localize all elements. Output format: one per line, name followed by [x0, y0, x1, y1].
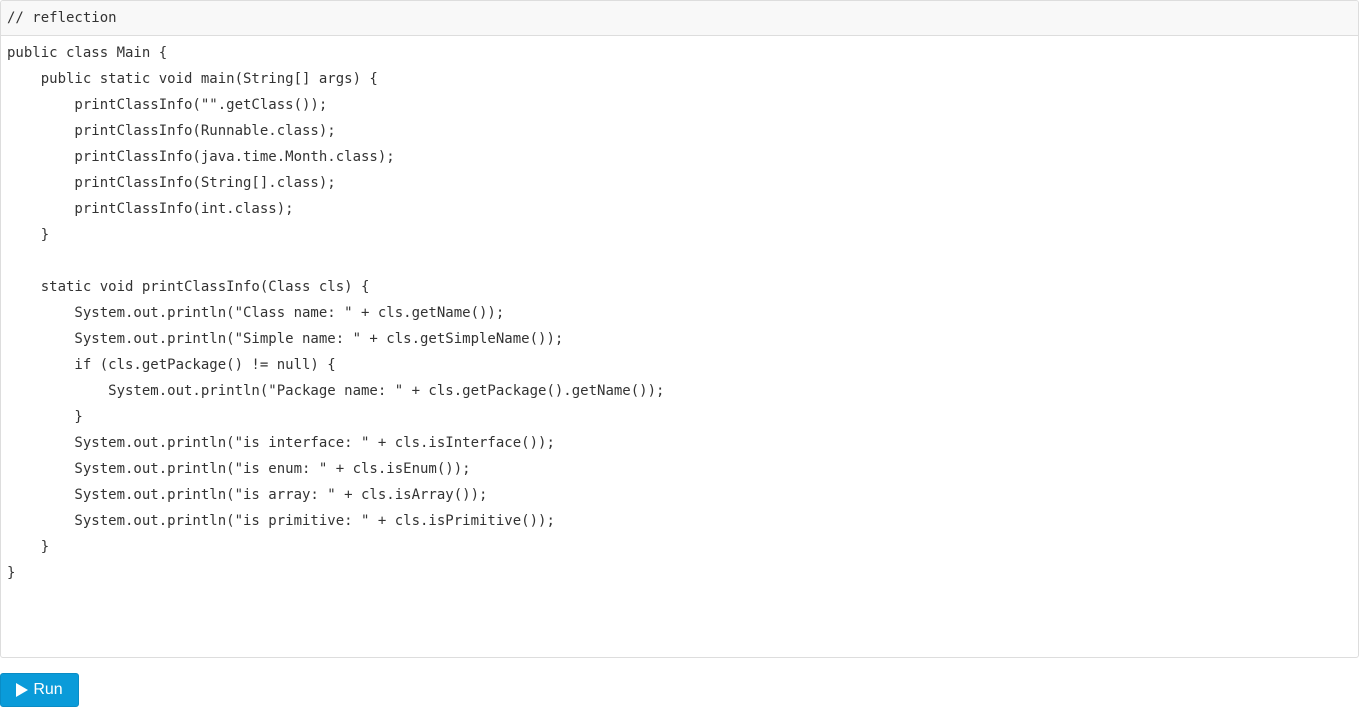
run-button[interactable]: Run	[0, 673, 79, 707]
code-line[interactable]: System.out.println("is array: " + cls.is…	[7, 487, 488, 503]
code-line[interactable]: }	[7, 539, 50, 555]
code-line[interactable]	[7, 248, 1358, 274]
code-line[interactable]: printClassInfo("".getClass());	[7, 97, 328, 113]
code-line[interactable]: static void printClassInfo(Class cls) {	[7, 279, 370, 295]
run-button-label: Run	[33, 681, 63, 698]
code-line[interactable]: public class Main {	[7, 45, 168, 61]
code-line[interactable]: printClassInfo(Runnable.class);	[7, 123, 336, 139]
code-line[interactable]: printClassInfo(int.class);	[7, 201, 294, 217]
code-line[interactable]: System.out.println("is primitive: " + cl…	[7, 513, 555, 529]
code-line[interactable]: }	[7, 565, 16, 581]
editor-header-comment: // reflection	[1, 1, 1358, 36]
code-line[interactable]: if (cls.getPackage() != null) {	[7, 357, 336, 373]
code-line[interactable]: }	[7, 409, 83, 425]
code-area[interactable]: public class Main { public static void m…	[1, 36, 1358, 586]
code-editor[interactable]: // reflection public class Main { public…	[0, 0, 1359, 658]
code-line[interactable]: public static void main(String[] args) {	[7, 71, 378, 87]
code-line[interactable]: printClassInfo(java.time.Month.class);	[7, 149, 395, 165]
code-line[interactable]: printClassInfo(String[].class);	[7, 175, 336, 191]
code-line[interactable]: System.out.println("is enum: " + cls.isE…	[7, 461, 471, 477]
code-line[interactable]: }	[7, 227, 50, 243]
code-line[interactable]: System.out.println("Class name: " + cls.…	[7, 305, 505, 321]
code-line[interactable]: System.out.println("Package name: " + cl…	[7, 383, 665, 399]
play-icon	[16, 683, 29, 697]
code-line[interactable]: System.out.println("Simple name: " + cls…	[7, 331, 564, 347]
code-line[interactable]: System.out.println("is interface: " + cl…	[7, 435, 555, 451]
